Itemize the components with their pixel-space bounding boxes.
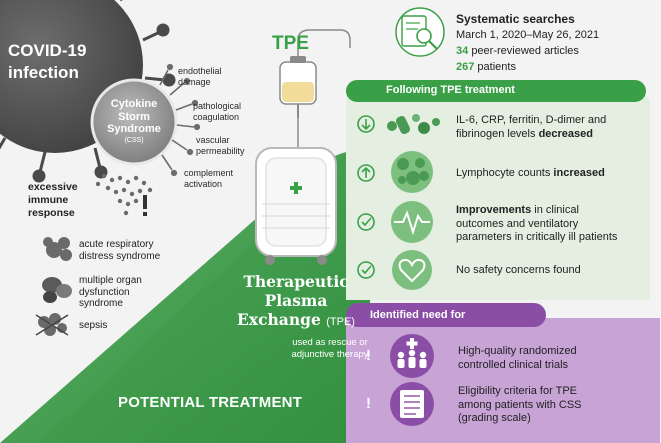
articles-text: peer-reviewed articles [471,45,579,57]
finding-safety: No safety concerns found [456,264,656,278]
finding-biomarkers-emphasis: decreased [538,127,593,140]
finding-safety-text: No safety concerns found [456,264,581,276]
eligibility-list-icon [390,382,434,426]
therapy-title-abbr: (TPE) [326,316,355,328]
potential-treatment-label: POTENTIAL TREATMENT [118,394,303,411]
finding-biomarkers-text: IL-6, CRP, ferritin, D-dimer and fibrino… [456,114,607,140]
therapy-title-main: Therapeutic Plasma Exchange [237,272,349,329]
exclamation-icon-trials: ! [366,347,371,364]
search-patients: 267 patients [456,61,516,73]
finding-improvements-text: in clinical outcomes and ventilatory par… [456,204,618,243]
ards-icon [43,237,72,261]
check-icon-safety [357,261,375,279]
following-band-label: Following TPE treatment [386,84,515,96]
heartbeat-icon [391,201,433,243]
outcome-ards: acute respiratory distress syndrome [79,239,161,262]
plasma-bag-icon [279,56,317,118]
heart-icon [392,250,432,290]
sepsis-icon [35,313,69,336]
following-band [346,80,646,102]
tube [297,29,351,150]
css-title: Cytokine Storm Syndrome [107,98,161,135]
clinical-trials-icon [390,334,434,378]
articles-count: 34 [456,45,469,57]
effect-complement: complement activation [184,168,234,189]
covid-title: COVID-19 infection [8,41,87,82]
down-arrow-icon [357,115,375,133]
needs-band-label: Identified need for [370,309,466,321]
effect-coagulation: pathological coagulation [193,101,242,122]
outcome-sepsis: sepsis [79,320,108,331]
findings-panel [346,94,650,300]
cytokine-particles [95,173,153,216]
finding-lymphocytes-emphasis: increased [553,167,605,179]
cytokine-storm-icon [90,63,201,216]
effect-endothelial: endothelial damage [178,66,222,87]
outcome-organ-dysfunction: multiple organ dysfunction syndrome [79,275,142,309]
need-clinical-trials: High-quality randomized controlled clini… [458,345,577,371]
lymphocyte-icon [391,151,433,193]
therapy-subtitle: used as rescue or adjunctive therapy [291,337,369,360]
css-abbreviation: (CSS) [124,137,144,144]
search-dates: March 1, 2020–May 26, 2021 [456,29,600,41]
finding-biomarkers: IL-6, CRP, ferritin, D-dimer and fibrino… [456,114,656,141]
finding-improvements: Improvements in clinical outcomes and ve… [456,204,656,245]
finding-lymphocytes-text: Lymphocyte counts [456,167,554,179]
up-arrow-icon [357,164,375,182]
search-title: Systematic searches [456,12,575,26]
search-document-icon [395,7,445,57]
check-icon-improvements [357,213,375,231]
tpe-label: TPE [272,33,309,54]
excessive-immune-response: excessive immune response [28,181,78,219]
finding-improvements-emphasis: Improvements [456,204,532,216]
need-eligibility-criteria: Eligibility criteria for TPE among patie… [458,385,582,424]
effect-permeability: vascular permeability [196,135,245,156]
tpe-machine-icon [255,147,337,265]
patients-count: 267 [456,61,475,73]
needs-band [346,303,546,327]
patients-text: patients [477,61,516,73]
exclamation-icon-eligibility: ! [366,395,371,412]
therapy-title: Therapeutic Plasma Exchange (TPE) [218,272,374,332]
search-articles: 34 peer-reviewed articles [456,45,579,57]
organ-dysfunction-icon [42,277,72,303]
biomarkers-icon [387,114,440,134]
finding-lymphocytes: Lymphocyte counts increased [456,167,656,181]
